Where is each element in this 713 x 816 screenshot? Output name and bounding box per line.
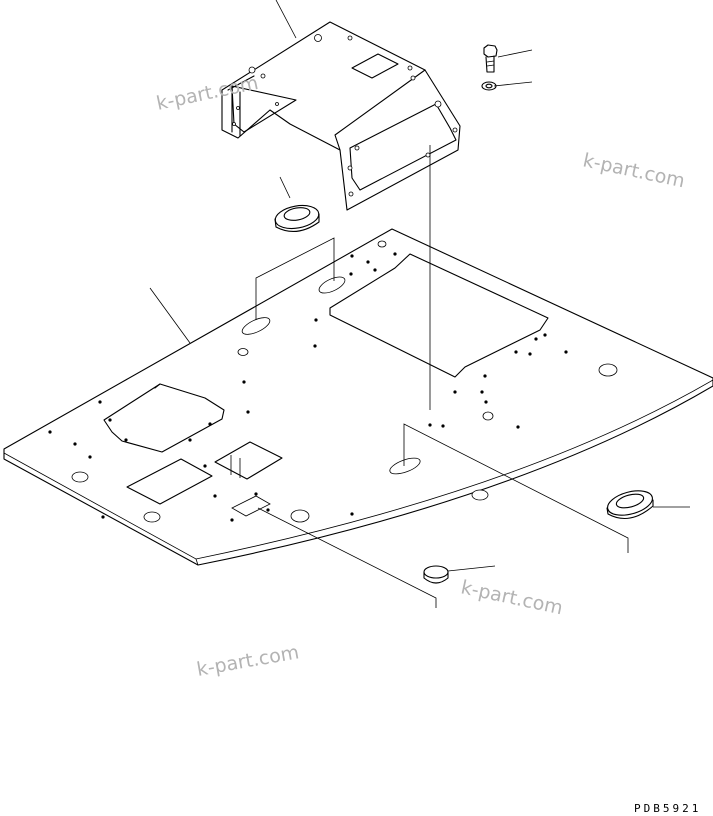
watermark-4: k-part.com (195, 641, 301, 681)
floor-plate (3, 228, 713, 566)
watermark-1: k-part.com (154, 72, 260, 115)
watermark-2: k-part.com (581, 149, 687, 192)
bolt-holes (48, 252, 568, 522)
gasket-right (606, 490, 654, 520)
bolt (483, 44, 498, 73)
watermark-3: k-part.com (459, 576, 565, 619)
leader-lines (149, 0, 690, 608)
plug-cap (423, 565, 449, 584)
watermarks: k-part.com k-part.com k-part.com k-part.… (154, 72, 686, 681)
cover-bracket (221, 21, 461, 211)
drawing-code: PDB5921 (634, 802, 701, 815)
washer (481, 81, 497, 91)
gasket-upper (274, 204, 320, 233)
